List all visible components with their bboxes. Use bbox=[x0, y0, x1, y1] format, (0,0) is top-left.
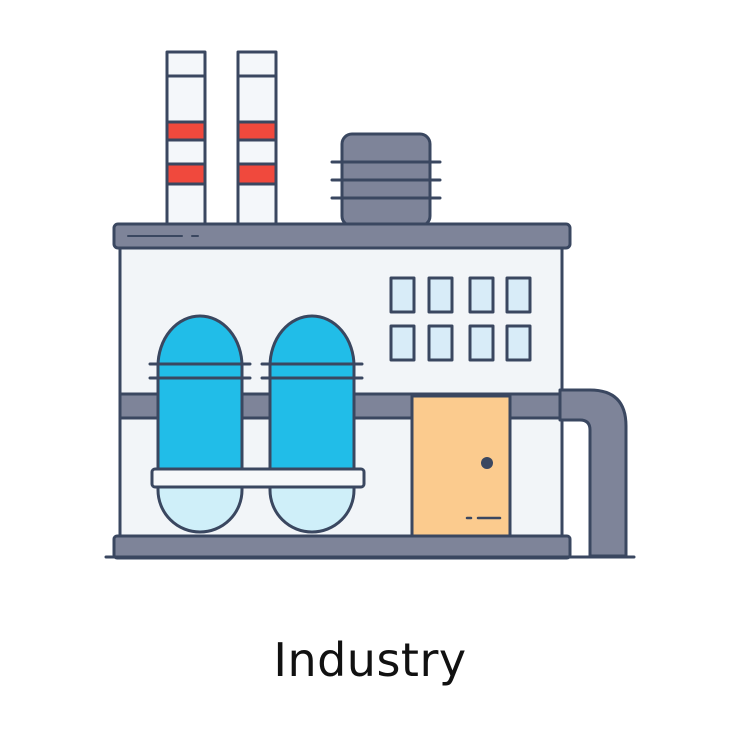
roof-slab bbox=[112, 222, 572, 250]
chimney-right bbox=[236, 50, 278, 226]
caption-text: Industry bbox=[273, 633, 467, 687]
ground-slab bbox=[112, 534, 572, 560]
factory-icon bbox=[104, 50, 636, 560]
door bbox=[410, 394, 512, 538]
tank-band bbox=[150, 467, 366, 489]
elbow-pipe bbox=[558, 388, 628, 558]
roof-tank bbox=[330, 132, 442, 228]
chimney-left bbox=[165, 50, 207, 226]
storage-tank-left bbox=[148, 314, 252, 534]
windows bbox=[389, 276, 532, 362]
storage-tank-right bbox=[260, 314, 364, 534]
